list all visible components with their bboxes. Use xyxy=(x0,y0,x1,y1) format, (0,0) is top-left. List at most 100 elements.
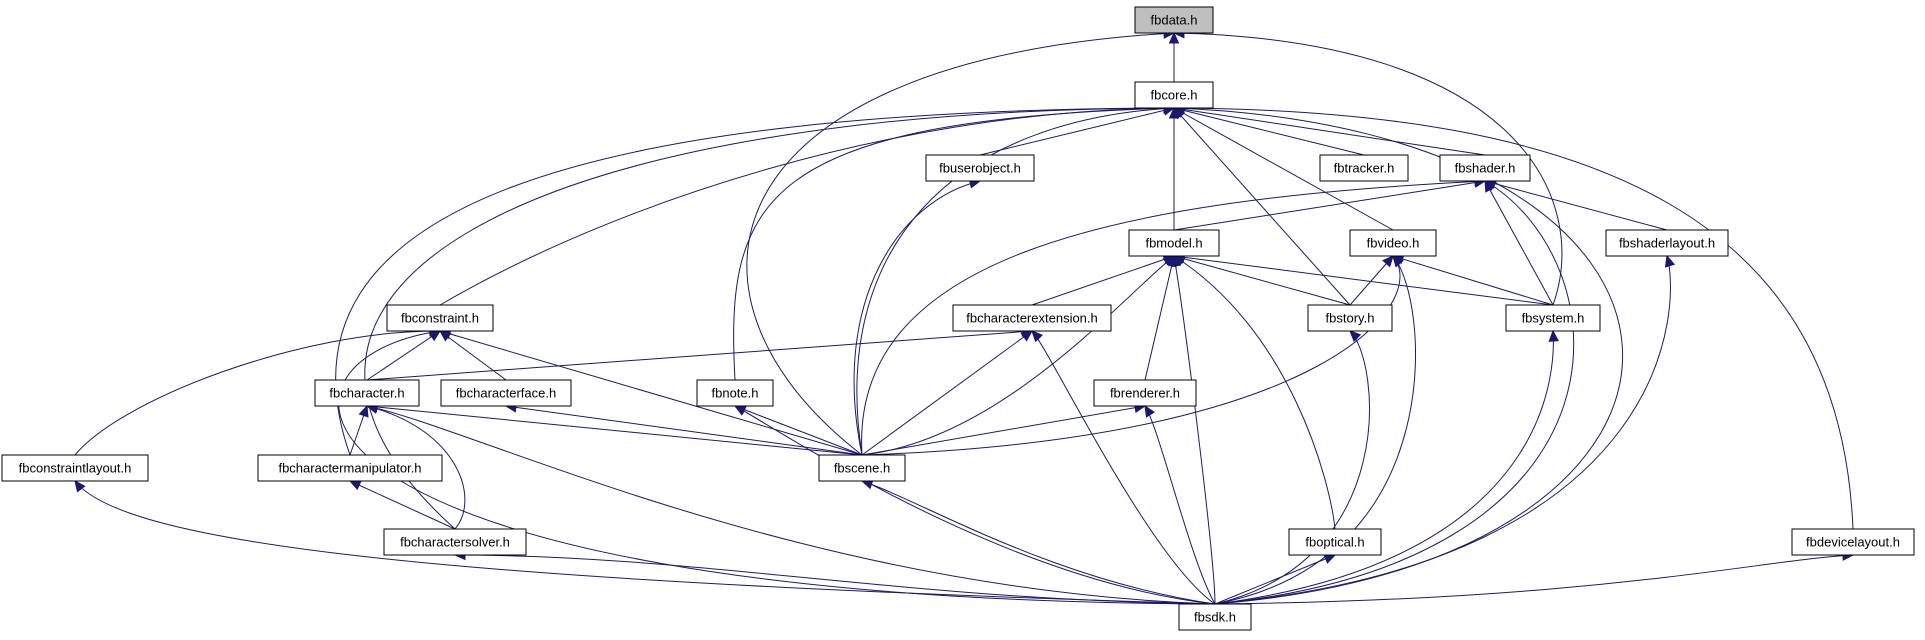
node-box-fbshaderlayout[interactable] xyxy=(1605,229,1729,257)
node-fbcharactermanipulator[interactable]: fbcharactermanipulator.h xyxy=(257,454,443,482)
edge-fbsdk-to-fboptical xyxy=(1214,554,1336,605)
node-fbuserobject[interactable]: fbuserobject.h xyxy=(925,154,1035,182)
node-label-fbconstraintlayout: fbconstraintlayout.h xyxy=(19,461,132,476)
edge-fbscene-to-fbuserobject xyxy=(853,180,981,456)
edge-fbsdk-to-fbshader-arrowhead xyxy=(1483,180,1497,191)
node-fbshaderlayout[interactable]: fbshaderlayout.h xyxy=(1605,229,1729,257)
edge-fbscene-to-fbcharacterextension-arrowhead xyxy=(1020,330,1033,342)
node-label-fbcharactermanipulator: fbcharactermanipulator.h xyxy=(278,461,421,476)
node-box-fbcharacterface[interactable] xyxy=(440,379,572,407)
node-label-fbcharacter: fbcharacter.h xyxy=(329,386,404,401)
node-box-fbnote[interactable] xyxy=(696,379,774,407)
node-box-fbmodel[interactable] xyxy=(1128,229,1220,257)
edge-fbmodel-to-fbshader xyxy=(1173,180,1486,231)
edge-fbcharactermanipulator-to-fbcharacter-arrowhead xyxy=(358,404,369,418)
node-fboptical[interactable]: fboptical.h xyxy=(1288,528,1382,556)
edge-fbsdk-to-fbsystem-arrowhead xyxy=(1548,329,1559,342)
node-box-fbconstraintlayout[interactable] xyxy=(1,454,149,482)
node-label-fbdata: fbdata.h xyxy=(1151,13,1198,28)
edge-fbcharacter-to-fbcharacterextension xyxy=(366,330,1033,381)
node-box-fbscene[interactable] xyxy=(818,454,906,482)
node-fbdata[interactable]: fbdata.h xyxy=(1134,6,1214,34)
node-box-fbcharactersolver[interactable] xyxy=(383,528,527,556)
node-box-fbcharacterextension[interactable] xyxy=(952,304,1112,332)
node-fbcharacterface[interactable]: fbcharacterface.h xyxy=(440,379,572,407)
edge-fbcharacterface-to-fbconstraint xyxy=(439,330,507,381)
node-fbsdk[interactable]: fbsdk.h xyxy=(1178,603,1252,631)
edge-fbconstraint-to-fbcore xyxy=(439,107,1175,306)
node-box-fbconstraint[interactable] xyxy=(386,304,494,332)
node-fbstory[interactable]: fbstory.h xyxy=(1307,304,1393,332)
node-fbshader[interactable]: fbshader.h xyxy=(1439,154,1531,182)
edge-fbsdk-to-fbcharacterextension xyxy=(1031,330,1216,605)
node-fbtracker[interactable]: fbtracker.h xyxy=(1319,154,1409,182)
node-fbscene[interactable]: fbscene.h xyxy=(818,454,906,482)
edge-fbscene-to-fbcharacter xyxy=(366,405,863,456)
edge-fbscene-to-fbmodel-arrowhead xyxy=(1162,255,1175,267)
edge-fbshader-to-fbcore xyxy=(1173,107,1486,156)
edge-fbsdk-to-fbconstraintlayout-arrowhead xyxy=(74,480,86,493)
node-fbsystem[interactable]: fbsystem.h xyxy=(1505,304,1601,332)
node-box-fbvideo[interactable] xyxy=(1349,229,1437,257)
node-fbconstraint[interactable]: fbconstraint.h xyxy=(386,304,494,332)
node-box-fbsystem[interactable] xyxy=(1505,304,1601,332)
edge-fbstory-to-fbmodel xyxy=(1173,255,1351,306)
node-label-fbstory: fbstory.h xyxy=(1326,311,1375,326)
node-box-fbcore[interactable] xyxy=(1134,81,1214,109)
node-label-fbuserobject: fbuserobject.h xyxy=(939,161,1021,176)
edge-fbcharacter-to-fbconstraint xyxy=(366,330,441,381)
edge-fbscene-to-fbmodel xyxy=(861,255,1175,456)
node-fbcharacterextension[interactable]: fbcharacterextension.h xyxy=(952,304,1112,332)
node-fbcharacter[interactable]: fbcharacter.h xyxy=(314,379,420,407)
edge-fbscene-to-fbcharacterextension xyxy=(861,330,1033,456)
node-fbcharactersolver[interactable]: fbcharactersolver.h xyxy=(383,528,527,556)
node-box-fbrenderer[interactable] xyxy=(1093,379,1197,407)
edge-fbsdk-to-fbrenderer-arrowhead xyxy=(1144,404,1156,418)
node-fbdevicelayout[interactable]: fbdevicelayout.h xyxy=(1791,528,1915,556)
edge-fbsdk-to-fbstory xyxy=(1214,330,1370,605)
node-label-fbtracker: fbtracker.h xyxy=(1334,161,1395,176)
edge-fbsdk-to-fbnote xyxy=(734,405,1216,605)
node-label-fbcharacterextension: fbcharacterextension.h xyxy=(966,311,1098,326)
edge-fbsdk-to-fbconstraintlayout xyxy=(74,480,1216,605)
node-label-fbmodel: fbmodel.h xyxy=(1145,236,1202,251)
node-box-fbsdk[interactable] xyxy=(1178,603,1252,631)
edge-fbshaderlayout-to-fbshader xyxy=(1484,180,1668,231)
node-box-fbcharactermanipulator[interactable] xyxy=(257,454,443,482)
edge-fbcharactersolver-to-fbcharactermanipulator xyxy=(349,480,456,530)
edge-fbcharactersolver-to-fbcore xyxy=(364,107,1175,530)
edge-fbstory-to-fbvideo xyxy=(1349,255,1394,306)
node-box-fbuserobject[interactable] xyxy=(925,154,1035,182)
node-label-fbshaderlayout: fbshaderlayout.h xyxy=(1619,236,1715,251)
edge-fboptical-to-fbmodel xyxy=(1173,255,1336,530)
node-box-fboptical[interactable] xyxy=(1288,528,1382,556)
node-fbnote[interactable]: fbnote.h xyxy=(696,379,774,407)
edge-fbcharacterextension-to-fbmodel xyxy=(1031,255,1175,306)
edge-fbsdk-to-fbcore xyxy=(1173,107,1623,605)
node-box-fbdata[interactable] xyxy=(1134,6,1214,34)
node-fbcore[interactable]: fbcore.h xyxy=(1134,81,1214,109)
node-label-fbdevicelayout: fbdevicelayout.h xyxy=(1806,535,1900,550)
node-label-fbnote: fbnote.h xyxy=(712,386,759,401)
node-box-fbdevicelayout[interactable] xyxy=(1791,528,1915,556)
edge-fbsdk-to-fbshader xyxy=(1214,180,1575,605)
node-box-fbcharacter[interactable] xyxy=(314,379,420,407)
node-fbvideo[interactable]: fbvideo.h xyxy=(1349,229,1437,257)
node-fbrenderer[interactable]: fbrenderer.h xyxy=(1093,379,1197,407)
edge-fbsdk-to-fboptical-arrowhead xyxy=(1323,554,1337,564)
edge-fbcharactersolver-to-fbcharactermanipulator-arrowhead xyxy=(348,480,362,491)
node-box-fbshader[interactable] xyxy=(1439,154,1531,182)
node-fbconstraintlayout[interactable]: fbconstraintlayout.h xyxy=(1,454,149,482)
node-label-fbsdk: fbsdk.h xyxy=(1194,610,1236,625)
edge-fbvideo-to-fbcore xyxy=(1173,107,1394,231)
node-fbmodel[interactable]: fbmodel.h xyxy=(1128,229,1220,257)
node-box-fbtracker[interactable] xyxy=(1319,154,1409,182)
node-box-fbstory[interactable] xyxy=(1307,304,1393,332)
edge-fbtracker-to-fbcore xyxy=(1173,107,1365,156)
edge-fbscene-to-fbvideo xyxy=(861,255,1401,456)
edge-fbsdk-to-fbrenderer xyxy=(1144,405,1216,605)
edge-fbsdk-to-fbcharacter xyxy=(366,405,1216,605)
edge-fbscene-to-fbnote xyxy=(734,405,863,456)
